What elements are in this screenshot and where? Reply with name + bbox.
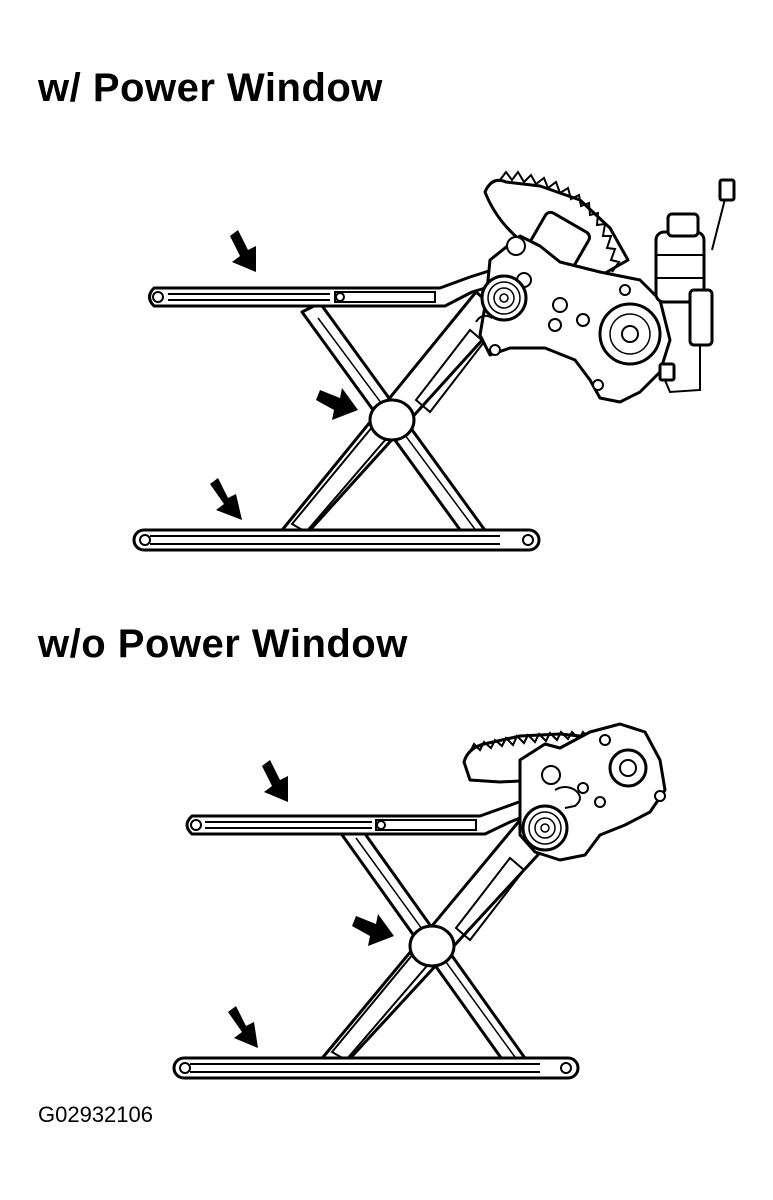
section-title-power-window: w/ Power Window xyxy=(38,66,383,110)
arrow-icon xyxy=(316,388,358,420)
lower-rail xyxy=(132,528,541,552)
upper-rail xyxy=(148,268,494,308)
arrow-icon xyxy=(230,230,256,272)
lower-rail xyxy=(172,1056,580,1080)
manual-window-regulator xyxy=(172,722,667,1080)
arrow-icon xyxy=(352,914,394,946)
power-window-regulator xyxy=(132,170,736,552)
base-plate xyxy=(518,722,667,862)
figure-code: G02932106 xyxy=(38,1102,153,1127)
section-title-manual-window: w/o Power Window xyxy=(38,622,408,666)
upper-rail xyxy=(185,796,532,836)
base-plate xyxy=(475,234,672,404)
arrow-icon xyxy=(210,478,242,520)
window-motor xyxy=(654,178,736,394)
arrow-icon xyxy=(228,1006,258,1048)
arrow-icon xyxy=(262,760,288,802)
